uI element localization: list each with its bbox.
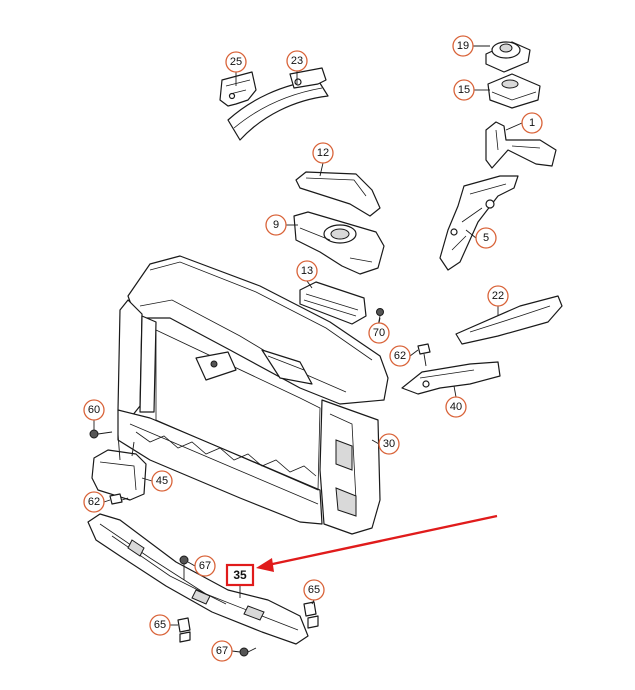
svg-text:60: 60: [88, 404, 100, 416]
svg-text:67: 67: [199, 560, 211, 572]
screw-60: [89, 429, 113, 439]
callout-9[interactable]: 9: [265, 214, 287, 236]
screw-67-upper: [179, 555, 189, 580]
callout-65-right[interactable]: 65: [303, 579, 325, 601]
screw-67-lower: [239, 647, 257, 657]
callout-30[interactable]: 30: [378, 433, 400, 455]
callout-1[interactable]: 1: [521, 112, 543, 134]
svg-text:15: 15: [458, 84, 470, 96]
svg-text:22: 22: [492, 290, 504, 302]
part-45-bracket: [91, 433, 147, 501]
svg-text:62: 62: [88, 496, 100, 508]
callout-23[interactable]: 23: [286, 50, 308, 72]
clip-65-left: [177, 617, 191, 643]
part-30-front-end-frame: [117, 255, 389, 535]
part-15-bracket: [487, 73, 541, 109]
callout-25[interactable]: 25: [225, 51, 247, 73]
callout-5[interactable]: 5: [475, 227, 497, 249]
svg-text:70: 70: [373, 327, 385, 339]
callout-40[interactable]: 40: [445, 396, 467, 418]
svg-text:35: 35: [233, 568, 247, 582]
part-1-support: [485, 121, 557, 169]
svg-text:1: 1: [529, 117, 535, 129]
part-25-bracket: [219, 71, 257, 107]
svg-text:62: 62: [394, 350, 406, 362]
svg-text:13: 13: [301, 265, 313, 277]
part-13-grille-piece: [299, 281, 367, 325]
screw-62-upper: [417, 343, 431, 367]
screw-62-lower: [109, 493, 129, 505]
svg-text:67: 67: [216, 645, 228, 657]
part-12-duct-cover: [295, 171, 381, 217]
part-22-cover-strip: [455, 295, 563, 345]
part-9-air-duct: [293, 211, 385, 275]
svg-text:9: 9: [273, 219, 279, 231]
svg-text:30: 30: [383, 438, 395, 450]
callout-62-lower[interactable]: 62: [83, 491, 105, 513]
callout-45[interactable]: 45: [151, 470, 173, 492]
svg-text:65: 65: [154, 619, 166, 631]
part-23-arch-bracket: [227, 67, 329, 141]
part-35-air-guide: [87, 513, 309, 645]
callout-19[interactable]: 19: [452, 35, 474, 57]
svg-text:5: 5: [483, 232, 489, 244]
callout-60[interactable]: 60: [83, 399, 105, 421]
clip-65-right: [303, 601, 319, 629]
svg-text:65: 65: [308, 584, 320, 596]
callout-67-upper[interactable]: 67: [194, 555, 216, 577]
part-19-mount: [485, 41, 531, 73]
callout-13[interactable]: 13: [296, 260, 318, 282]
callout-22[interactable]: 22: [487, 285, 509, 307]
callout-65-left[interactable]: 65: [149, 614, 171, 636]
part-40-bracket: [401, 361, 501, 395]
svg-text:45: 45: [156, 475, 168, 487]
callout-12[interactable]: 12: [312, 142, 334, 164]
callout-67-lower[interactable]: 67: [211, 640, 233, 662]
highlight-arrow: [256, 514, 498, 572]
svg-text:40: 40: [450, 401, 462, 413]
part-5-side-member: [439, 175, 519, 271]
svg-text:12: 12: [317, 147, 329, 159]
svg-text:23: 23: [291, 55, 303, 67]
callout-62-upper[interactable]: 62: [389, 345, 411, 367]
callout-35-highlighted[interactable]: 35: [225, 563, 255, 587]
callout-15[interactable]: 15: [453, 79, 475, 101]
fastener-screws: [89, 308, 431, 657]
svg-text:19: 19: [457, 40, 469, 52]
leader-lines: [93, 45, 523, 653]
callout-70[interactable]: 70: [368, 322, 390, 344]
svg-text:25: 25: [230, 56, 242, 68]
